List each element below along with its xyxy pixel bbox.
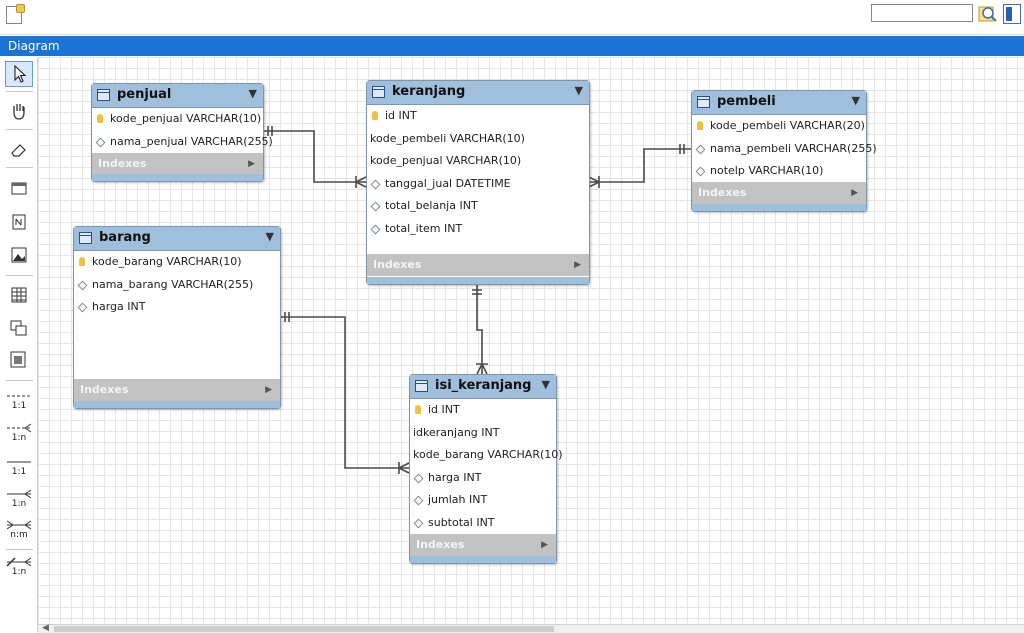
table-tool-icon[interactable] (5, 283, 33, 309)
table-header[interactable]: keranjang ▼ (367, 81, 589, 105)
table-isi-keranjang[interactable]: isi_keranjang ▼ id INT idkeranjang INT k… (409, 374, 563, 564)
diagram-tab-header: Diagram (0, 36, 1024, 56)
collapse-caret-icon[interactable]: ▼ (265, 230, 274, 243)
table-name: barang (99, 230, 151, 245)
collapse-caret-icon[interactable]: ▼ (851, 94, 860, 107)
column-row[interactable]: total_item INT (367, 218, 589, 241)
view-tool-icon[interactable] (5, 316, 33, 342)
top-toolbar (0, 0, 1024, 35)
column-row[interactable]: kode_barang VARCHAR(10) (74, 251, 280, 274)
rel-1-n-existing-columns-tool[interactable]: 1:n (5, 557, 33, 577)
table-name: penjual (117, 87, 172, 102)
expand-arrow-icon[interactable]: ▶ (851, 188, 858, 198)
table-icon (97, 89, 110, 101)
collapse-caret-icon[interactable]: ▼ (541, 378, 550, 391)
column-row[interactable]: kode_barang VARCHAR(10) (413, 448, 563, 461)
horizontal-scrollbar[interactable]: ◀ (38, 623, 1024, 633)
column-row[interactable]: notelp VARCHAR(10) (692, 160, 866, 183)
column-diamond-icon (695, 166, 706, 177)
column-row[interactable]: kode_penjual VARCHAR(10) (370, 154, 522, 167)
rel-1-n-identifying-tool[interactable]: 1:n (5, 489, 33, 509)
table-icon (79, 232, 92, 244)
column-row[interactable]: nama_penjual VARCHAR(255) (92, 131, 273, 154)
diagram-title: Diagram (8, 39, 60, 53)
column-diamond-icon (370, 224, 381, 234)
indexes-bar[interactable]: Indexes▶ (367, 254, 589, 276)
column-row[interactable]: kode_pembeli VARCHAR(20) (692, 115, 866, 138)
primary-key-icon (697, 121, 703, 130)
collapse-caret-icon[interactable]: ▼ (574, 84, 583, 97)
expand-arrow-icon[interactable]: ▶ (541, 540, 548, 550)
routine-group-tool-icon[interactable] (5, 348, 33, 374)
table-header[interactable]: barang ▼ (74, 227, 280, 251)
column-diamond-icon (77, 302, 88, 313)
column-row[interactable]: kode_penjual VARCHAR(10) (92, 108, 263, 131)
tool-palette: 1:1 1:n 1:1 1:n n:m 1:n (0, 57, 38, 632)
hand-tool-icon[interactable] (5, 99, 33, 125)
scroll-thumb[interactable] (54, 626, 554, 632)
column-diamond-icon (413, 473, 424, 483)
image-tool-icon[interactable] (5, 243, 33, 269)
column-diamond-icon (413, 518, 424, 528)
indexes-bar[interactable]: Indexes▶ (410, 534, 556, 556)
column-row[interactable]: tanggal_jual DATETIME (367, 173, 589, 196)
layer-tool-icon[interactable] (5, 177, 33, 203)
column-diamond-icon (370, 201, 381, 212)
rel-1-1-nonidentifying-tool[interactable]: 1:1 (7, 395, 31, 411)
column-row[interactable]: idkeranjang INT (413, 425, 500, 439)
table-keranjang[interactable]: keranjang ▼ id INT kode_pembeli VARCHAR(… (366, 80, 590, 285)
primary-key-icon (415, 405, 421, 414)
table-header[interactable]: penjual ▼ (92, 84, 263, 108)
table-icon (372, 86, 385, 98)
table-header[interactable]: pembeli ▼ (692, 91, 866, 115)
column-row[interactable]: id INT (367, 105, 589, 128)
indexes-bar[interactable]: Indexes▶ (74, 379, 280, 401)
table-name: pembeli (717, 94, 776, 109)
column-row[interactable]: subtotal INT (410, 512, 556, 535)
toggle-sidebar-icon[interactable] (1003, 4, 1021, 24)
column-diamond-icon (695, 144, 706, 154)
table-icon (415, 380, 428, 392)
expand-arrow-icon[interactable]: ▶ (248, 159, 255, 169)
indexes-bar[interactable]: Indexes▶ (692, 182, 866, 204)
table-icon (697, 96, 710, 108)
primary-key-icon (372, 111, 378, 120)
rel-1-n-nonidentifying-tool[interactable]: 1:n (5, 423, 33, 443)
column-diamond-icon (95, 137, 106, 147)
column-diamond-icon (370, 179, 381, 189)
table-header[interactable]: isi_keranjang ▼ (410, 375, 556, 399)
primary-key-icon (97, 114, 103, 123)
eraser-tool-icon[interactable] (5, 137, 33, 163)
indexes-bar[interactable]: Indexes▶ (92, 153, 263, 175)
column-row[interactable]: jumlah INT (410, 489, 556, 512)
table-barang[interactable]: barang ▼ kode_barang VARCHAR(10) nama_ba… (73, 226, 281, 409)
collapse-caret-icon[interactable]: ▼ (248, 87, 257, 100)
primary-key-icon (79, 257, 85, 266)
table-name: isi_keranjang (435, 378, 532, 393)
column-row[interactable]: kode_pembeli VARCHAR(10) (370, 131, 525, 145)
column-diamond-icon (77, 280, 88, 290)
table-name: keranjang (392, 84, 466, 99)
pointer-tool-icon[interactable] (5, 61, 33, 87)
table-penjual[interactable]: penjual ▼ kode_penjual VARCHAR(10) nama_… (91, 83, 273, 182)
column-row[interactable]: harga INT (410, 467, 556, 490)
column-row[interactable]: id INT (410, 399, 556, 422)
note-tool-icon[interactable] (5, 210, 33, 236)
column-row[interactable]: total_belanja INT (367, 195, 589, 218)
expand-arrow-icon[interactable]: ▶ (574, 260, 581, 270)
search-input[interactable] (871, 4, 973, 22)
search-icon[interactable] (978, 4, 998, 24)
column-row[interactable]: nama_barang VARCHAR(255) (74, 274, 280, 297)
expand-arrow-icon[interactable]: ▶ (265, 385, 272, 395)
column-diamond-icon (413, 495, 424, 506)
scroll-left-icon[interactable]: ◀ (42, 623, 49, 633)
column-row[interactable]: harga INT (74, 296, 280, 319)
new-note-icon[interactable] (6, 4, 25, 24)
rel-n-m-tool[interactable]: n:m (5, 520, 33, 540)
column-row[interactable]: nama_pembeli VARCHAR(255) (692, 138, 877, 161)
table-pembeli[interactable]: pembeli ▼ kode_pembeli VARCHAR(20) nama_… (691, 90, 877, 212)
rel-1-1-identifying-tool[interactable]: 1:1 (7, 461, 31, 477)
